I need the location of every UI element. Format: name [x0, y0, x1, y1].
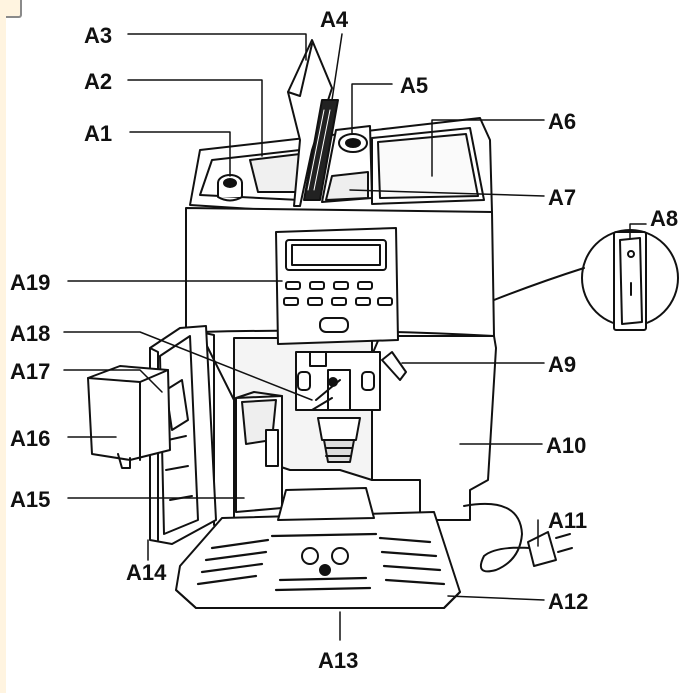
label-a11: A11	[548, 508, 587, 533]
label-a9: A9	[548, 352, 576, 377]
label-a4: A4	[320, 7, 349, 32]
power-switch-a8	[493, 229, 679, 331]
label-a17: A17	[10, 359, 50, 384]
label-a3: A3	[84, 23, 112, 48]
label-a15: A15	[10, 487, 50, 512]
label-a8: A8	[650, 206, 678, 231]
edge-strip	[0, 16, 6, 693]
label-a7: A7	[548, 185, 576, 210]
drip-container-a15	[235, 391, 283, 513]
label-a19: A19	[10, 270, 50, 295]
label-a10: A10	[546, 433, 586, 458]
label-a18: A18	[10, 321, 50, 346]
label-a16: A16	[10, 426, 50, 451]
control-panel-a19	[275, 227, 399, 345]
label-a13: A13	[318, 648, 358, 673]
bean-container	[321, 125, 373, 203]
knob-a1	[217, 174, 243, 202]
lid-a3	[287, 39, 333, 207]
grinder-a4	[303, 99, 339, 201]
steam-nozzle-a9	[381, 351, 407, 381]
labels: A3 A4 A2 A5 A1 A6 A7 A8 A19 A18 A9 A17 A…	[10, 7, 678, 673]
label-a12: A12	[548, 589, 588, 614]
dispenser-a18	[295, 351, 381, 463]
label-a2: A2	[84, 69, 112, 94]
label-a6: A6	[548, 109, 576, 134]
callout-lines	[63, 33, 647, 641]
label-a5: A5	[400, 73, 428, 98]
label-a14: A14	[126, 560, 167, 585]
cup-warmer-a6	[371, 127, 485, 205]
corner-tab	[0, 0, 22, 18]
power-cord-a11	[463, 502, 573, 573]
drip-tray-a12	[175, 487, 461, 609]
grounds-container-a16	[87, 365, 171, 469]
label-a1: A1	[84, 121, 112, 146]
